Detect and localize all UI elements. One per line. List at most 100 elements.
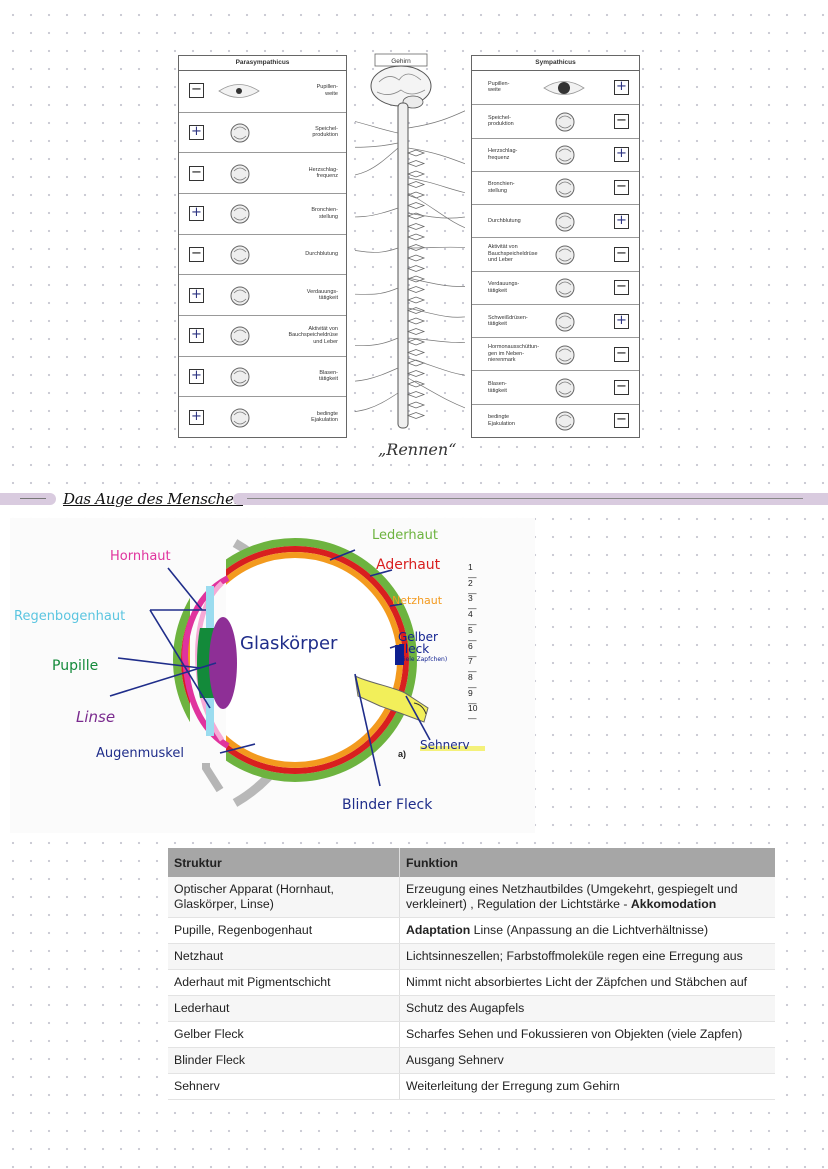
sympathicus-title: Sympathicus bbox=[472, 56, 639, 71]
numbered-list-item: 3 — bbox=[468, 593, 477, 614]
vertebra-shape bbox=[406, 338, 426, 346]
sym-row-label: Durchblutung bbox=[488, 218, 521, 225]
sym-row-label: Verdauungs- tätigkeit bbox=[488, 281, 520, 294]
cell-funktion: Weiterleitung der Erregung zum Gehirn bbox=[399, 1073, 775, 1100]
cell-funktion-text: Ausgang Sehnerv bbox=[406, 1053, 504, 1067]
label-pupille: Pupille bbox=[52, 658, 99, 674]
vertebra-shape bbox=[406, 202, 426, 209]
sweat-gland-icon bbox=[552, 310, 578, 339]
cell-struktur: Optischer Apparat (Hornhaut, Glaskörper,… bbox=[168, 877, 400, 918]
vertebra-shape bbox=[406, 181, 426, 188]
numbered-list-item: 8 — bbox=[468, 671, 477, 692]
cell-struktur: Aderhaut mit Pigmentschicht bbox=[168, 969, 400, 996]
vertebra-shape bbox=[406, 380, 426, 388]
bladder-icon bbox=[227, 365, 253, 394]
label-part-a: a) bbox=[398, 749, 407, 759]
cell-funktion-bold: Akkomodation bbox=[630, 897, 717, 911]
vertebra-shape bbox=[406, 359, 426, 367]
para-sign-box: − bbox=[189, 83, 204, 99]
sym-row: +Schweißdrüsen- tätigkeit bbox=[472, 303, 639, 339]
para-row-label: Verdauungs- tätigkeit bbox=[306, 288, 338, 302]
cell-struktur: Sehnerv bbox=[168, 1073, 400, 1100]
eye-wide-pupil-icon bbox=[542, 79, 586, 102]
sym-sign-box: + bbox=[614, 147, 629, 163]
para-row: +Speichel- produktion bbox=[179, 111, 346, 154]
sym-sign-box: + bbox=[614, 313, 629, 329]
sym-row: −Speichel- produktion bbox=[472, 104, 639, 138]
cell-funktion-text: Schutz des Augapfels bbox=[406, 1001, 525, 1015]
sym-sign-box: − bbox=[614, 380, 629, 396]
cell-funktion-bold: Adaptation bbox=[406, 923, 471, 937]
eye-diagram: Hornhaut Regenbogenhaut Pupille Linse Au… bbox=[10, 518, 535, 833]
sym-row-label: Bronchien- stellung bbox=[488, 181, 515, 194]
column-header-funktion: Funktion bbox=[399, 848, 775, 877]
liver-icon bbox=[227, 324, 253, 353]
numbered-list-item: 2 — bbox=[468, 577, 477, 598]
intestine-icon bbox=[552, 276, 578, 305]
sym-row: −Verdauungs- tätigkeit bbox=[472, 270, 639, 305]
brain-title: Gehirn bbox=[391, 58, 411, 65]
label-linse: Linse bbox=[76, 708, 116, 726]
column-header-struktur: Struktur bbox=[168, 848, 400, 877]
para-sign-box: + bbox=[189, 368, 204, 384]
nervous-system-figure: Parasympathicus −Pupillen- weite+Speiche… bbox=[0, 0, 828, 470]
sym-row: + Herzschlag- frequenz bbox=[472, 137, 639, 172]
sym-row-label: Herzschlag- frequenz bbox=[488, 148, 518, 161]
sym-row: −bedingte Ejakulation bbox=[472, 403, 639, 438]
cell-funktion-text: Erzeugung eines Netzhautbildes (Umgekehr… bbox=[406, 882, 738, 911]
salivary-gland-icon bbox=[227, 121, 253, 150]
vertebra-shape bbox=[406, 370, 426, 377]
liver-icon bbox=[552, 243, 578, 272]
para-row: −Pupillen- weite bbox=[179, 71, 346, 112]
numbered-list-item: 6 — bbox=[468, 640, 477, 661]
para-row-label: Blasen- tätigkeit bbox=[319, 369, 338, 383]
cell-funktion-text: Linse (Anpassung an die Lichtverhältniss… bbox=[470, 923, 709, 937]
cell-funktion-text: Nimmt nicht absorbiertes Licht der Zäpfc… bbox=[406, 975, 748, 989]
vertebra-shape bbox=[406, 212, 426, 220]
vertebra-shape bbox=[406, 149, 426, 157]
table-row: Aderhaut mit Pigmentschicht Nimmt nicht a… bbox=[168, 969, 775, 996]
sym-row: +Pupillen- weite bbox=[472, 71, 639, 104]
vertebra-shape bbox=[406, 233, 426, 241]
label-augenmuskel: Augenmuskel bbox=[96, 746, 184, 761]
para-sign-box: + bbox=[189, 409, 204, 425]
sympathicus-panel: Sympathicus +Pupillen- weite−Speichel- p… bbox=[471, 55, 640, 438]
sym-row-label: Pupillen- weite bbox=[488, 80, 510, 94]
heart-icon bbox=[227, 162, 253, 191]
cell-struktur: Netzhaut bbox=[168, 943, 400, 970]
para-sign-box: + bbox=[189, 287, 204, 303]
vertebra-shape bbox=[406, 296, 426, 304]
cell-funktion: Nimmt nicht absorbiertes Licht der Zäpfc… bbox=[399, 969, 775, 996]
label-netzhaut: Netzhaut bbox=[392, 594, 443, 607]
para-row-label: bedingte Ejakulation bbox=[311, 410, 338, 424]
sym-row-label: Blasen- tätigkeit bbox=[488, 381, 507, 394]
vertebra-shape bbox=[406, 170, 426, 178]
vertebra-shape bbox=[406, 349, 426, 356]
table-header-row: Struktur Funktion bbox=[168, 848, 775, 877]
cell-struktur: Blinder Fleck bbox=[168, 1047, 400, 1074]
structure-function-table: Struktur Funktion Optischer Apparat (Hor… bbox=[168, 848, 775, 1100]
vertebra-shape bbox=[406, 286, 426, 293]
vertebra-shape bbox=[406, 401, 426, 409]
table-row: Optischer Apparat (Hornhaut, Glaskörper,… bbox=[168, 877, 775, 918]
cell-funktion: Lichtsinneszellen; Farbstoffmoleküle reg… bbox=[399, 943, 775, 970]
para-sign-box: + bbox=[189, 328, 204, 344]
vertebra-shape bbox=[406, 254, 426, 262]
eye-cross-section-illustration bbox=[109, 538, 485, 807]
lungs-icon bbox=[552, 176, 578, 205]
para-sign-box: − bbox=[189, 165, 204, 181]
numbered-list-item: 1 — bbox=[468, 562, 477, 582]
para-row: + Verdauungs- tätigkeit bbox=[179, 274, 346, 316]
sym-row: +Durchblutung bbox=[472, 204, 639, 238]
para-row-label: Speichel- produktion bbox=[312, 125, 338, 139]
sym-row-label: Hormonausschüttun- gen im Neben- nierenm… bbox=[488, 344, 540, 364]
sym-sign-box: − bbox=[614, 113, 629, 129]
table-row: Blinder Fleck Ausgang Sehnerv bbox=[168, 1047, 775, 1074]
sym-sign-box: − bbox=[614, 413, 629, 429]
vertebra-shape bbox=[406, 160, 426, 167]
label-hornhaut: Hornhaut bbox=[110, 549, 171, 564]
vertebra-shape bbox=[406, 191, 426, 199]
vertebra-shape bbox=[406, 223, 426, 230]
